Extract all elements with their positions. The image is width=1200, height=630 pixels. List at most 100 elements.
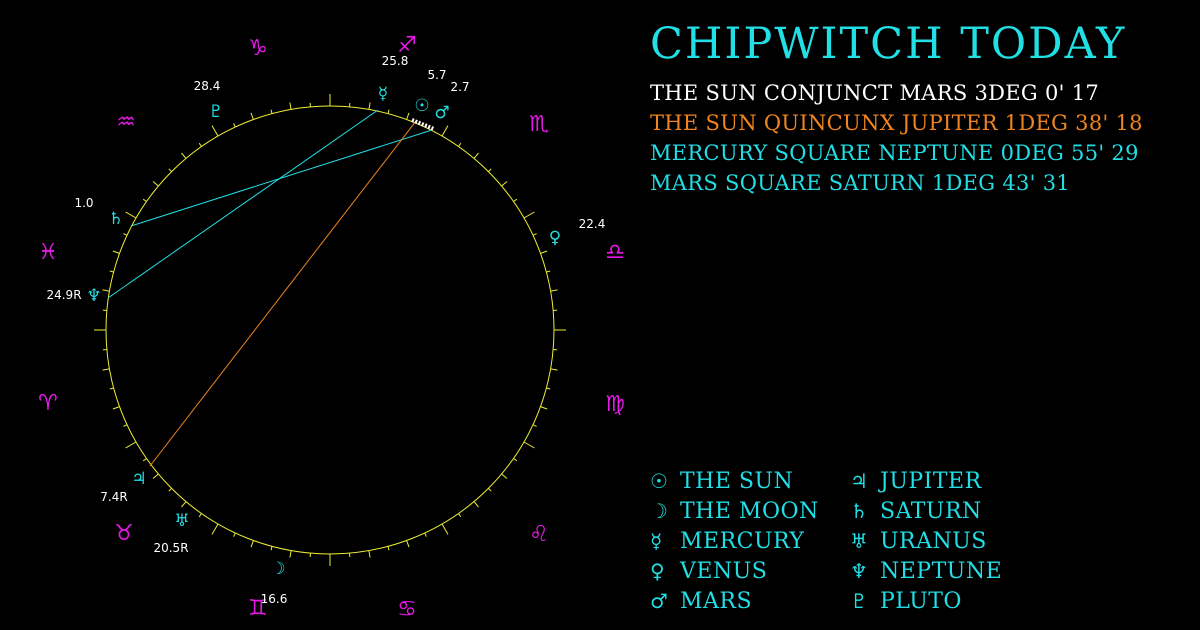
wheel-tick [441, 125, 449, 137]
legend-item-mercury: ☿Mercury [650, 526, 850, 556]
uranus-icon: ♅ [850, 529, 868, 553]
planet-mercury-icon: ☿ [378, 84, 388, 104]
wheel-tick [112, 250, 120, 254]
planet-moon-icon: ☽ [270, 559, 285, 579]
degree-label-pluto: 28.4 [194, 79, 221, 93]
legend-item-neptune: ♆Neptune [850, 556, 1050, 586]
planet-glyphs: ☿ ☉ ♂ ♇ ♄ ♀ ♆ ♃ ♅ ☽ [86, 84, 561, 579]
wheel-tick [406, 112, 410, 120]
legend-item-saturn: ♄Saturn [850, 496, 1050, 526]
degree-label-mars: 2.7 [450, 80, 469, 94]
wheel-tick [250, 112, 254, 120]
degree-label-venus: 22.4 [579, 217, 606, 231]
aspect-line-sun-jupiter [149, 120, 417, 467]
wheel-tick [532, 233, 537, 236]
aspect-list: The Sun Conjunct Mars 3deg 0' 17 The Sun… [650, 78, 1143, 198]
sign-taurus-icon: ♉ [114, 521, 134, 546]
legend-item-mars: ♂ Mars [650, 586, 850, 616]
degree-label-saturn: 1.0 [74, 196, 93, 210]
legend-column-left: ☉The Sun ☽The Moon ☿Mercury ♀Venus ♂Mars [650, 466, 850, 616]
saturn-icon: ♄ [850, 499, 868, 523]
natal-wheel: ♑ ♐ ♒ ♏ ♓ ♎ ♈ ♍ ♉ ♌ ♊ ♋ ☿ ☉ ♂ ♇ ♄ ♀ ♆ ♃ … [38, 33, 625, 622]
aspect-line-mars-saturn [130, 129, 433, 227]
jupiter-icon: ♃ [850, 469, 868, 493]
aspect-conjunction-sun-mars [411, 118, 435, 131]
wheel-tick [540, 250, 548, 254]
mars-icon: ♂ [650, 589, 668, 613]
wheel-tick [125, 441, 137, 449]
wheel-tick [211, 523, 219, 535]
legend-label: Venus [680, 559, 768, 584]
wheel-tick [387, 109, 390, 114]
zodiac-signs: ♑ ♐ ♒ ♏ ♓ ♎ ♈ ♍ ♉ ♌ ♊ ♋ [38, 33, 625, 622]
page-title: ChipWitch Today [650, 19, 1127, 69]
wheel-tick [102, 368, 110, 371]
wheel-tick [441, 523, 449, 535]
wheel-tick [488, 168, 492, 172]
wheel-tick [152, 473, 159, 479]
planet-pluto-icon: ♇ [208, 102, 223, 122]
sign-pisces-icon: ♓ [38, 240, 58, 265]
planet-venus-icon: ♀ [549, 228, 561, 248]
planet-degree-labels: 25.8 5.7 2.7 28.4 1.0 22.4 24.9R 7.4R 20… [46, 54, 605, 606]
planet-jupiter-icon: ♃ [131, 469, 146, 489]
wheel-tick [550, 289, 558, 292]
sign-capricorn-icon: ♑ [248, 36, 268, 61]
legend-label: The Moon [680, 499, 819, 524]
wheel-tick [109, 387, 114, 390]
legend-column-right: ♃Jupiter ♄Saturn ♅Uranus ♆Neptune ♇Pluto [850, 466, 1050, 616]
wheel-tick [387, 546, 390, 551]
wheel-tick [198, 142, 202, 147]
aspect-item: The Sun Conjunct Mars 3deg 0' 17 [650, 81, 1100, 105]
degree-label-mercury: 25.8 [382, 54, 409, 68]
wheel-tick [125, 211, 137, 219]
wheel-tick [250, 540, 254, 548]
degree-label-neptune: 24.9R [46, 288, 81, 302]
legend-item-jupiter: ♃Jupiter [850, 466, 1050, 496]
wheel-tick [513, 458, 518, 462]
wheel-tick-marks [94, 94, 566, 566]
sign-libra-icon: ♎ [605, 240, 625, 265]
wheel-tick [289, 102, 292, 110]
wheel-tick [473, 501, 479, 508]
wheel-tick [142, 458, 147, 462]
degree-label-sun: 5.7 [427, 68, 446, 82]
wheel-tick [181, 501, 187, 508]
wheel-tick [168, 168, 172, 172]
wheel-tick [181, 152, 187, 159]
sign-virgo-icon: ♍ [605, 392, 625, 417]
sign-leo-icon: ♌ [529, 522, 549, 547]
wheel-tick [112, 406, 120, 410]
wheel-tick [142, 198, 147, 202]
wheel-tick [540, 406, 548, 410]
wheel-tick [102, 289, 110, 292]
wheel-tick [501, 181, 508, 187]
wheel-tick [546, 270, 551, 273]
sign-aquarius-icon: ♒ [116, 110, 136, 135]
sign-sagittarius-icon: ♐ [397, 33, 417, 58]
wheel-tick [473, 152, 479, 159]
legend-item-sun: ☉The Sun [650, 466, 850, 496]
planet-uranus-icon: ♅ [174, 511, 189, 531]
legend-item-venus: ♀Venus [650, 556, 850, 586]
wheel-tick [406, 540, 410, 548]
pluto-icon: ♇ [850, 589, 868, 613]
legend-label: Pluto [880, 589, 962, 614]
wheel-tick [123, 424, 128, 427]
wheel-tick [532, 424, 537, 427]
aspect-lines [107, 109, 435, 467]
planet-saturn-icon: ♄ [108, 209, 123, 229]
wheel-tick [424, 532, 427, 537]
wheel-tick [368, 102, 371, 110]
planet-neptune-icon: ♆ [86, 286, 101, 306]
degree-label-moon: 16.6 [261, 592, 288, 606]
wheel-tick [109, 270, 114, 273]
wheel-tick [501, 473, 508, 479]
wheel-tick [270, 109, 273, 114]
degree-label-uranus: 20.5R [153, 541, 188, 555]
wheel-tick [233, 123, 236, 128]
wheel-tick [123, 233, 128, 236]
wheel-tick [513, 198, 518, 202]
sun-icon: ☉ [650, 469, 668, 493]
legend-label: Mars [680, 589, 753, 614]
